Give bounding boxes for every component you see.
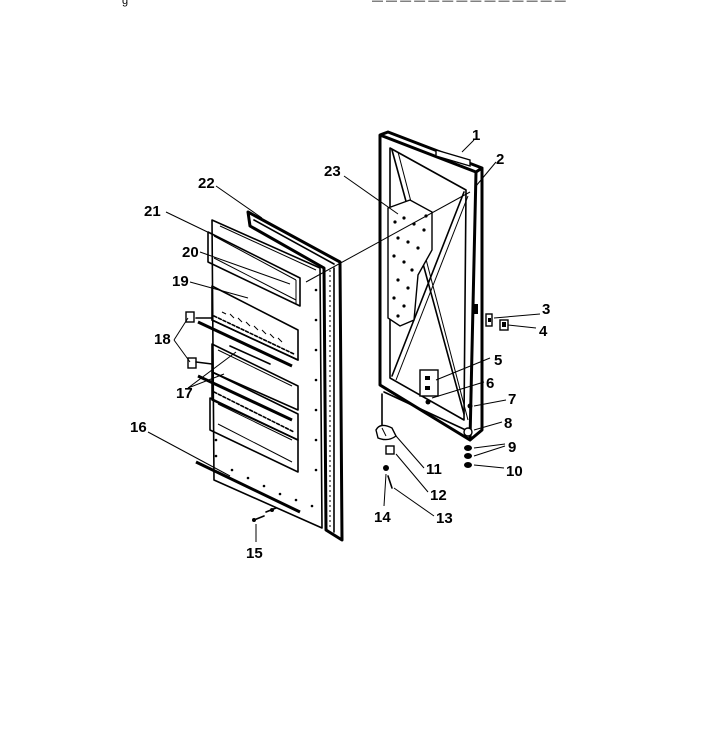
door-liner bbox=[185, 219, 323, 529]
callout-15: 15 bbox=[246, 545, 263, 562]
washer-part bbox=[464, 445, 472, 451]
callout-22: 22 bbox=[198, 175, 215, 192]
callout-18: 18 bbox=[154, 331, 171, 348]
leader-14 bbox=[383, 473, 387, 507]
leader-6 bbox=[431, 381, 485, 399]
bar-end-cap-lower bbox=[187, 357, 197, 369]
leader-gasket-to-door bbox=[305, 191, 471, 283]
spacer-part bbox=[467, 403, 473, 409]
callout-12: 12 bbox=[430, 487, 447, 504]
gasket-outer bbox=[246, 210, 344, 542]
callout-11: 11 bbox=[426, 461, 442, 478]
hinge-block bbox=[385, 445, 395, 455]
callout-13: 13 bbox=[436, 510, 453, 527]
bar-end-cap-upper bbox=[185, 311, 195, 323]
leader-21 bbox=[165, 211, 221, 239]
cover-plate bbox=[435, 149, 471, 167]
leader-4 bbox=[507, 324, 537, 329]
callout-23: 23 bbox=[324, 163, 341, 180]
header-fragment-right: — — — — — — — — — — — — — — bbox=[372, 0, 566, 7]
insulation-pad-dots bbox=[392, 214, 428, 318]
leader-13 bbox=[393, 487, 435, 517]
door-stop-block bbox=[419, 369, 439, 397]
leader-12 bbox=[395, 453, 429, 493]
callout-17: 17 bbox=[176, 385, 193, 402]
middle-compartment bbox=[211, 343, 299, 411]
liner-panel bbox=[211, 219, 323, 529]
door-side-edge bbox=[469, 168, 484, 442]
hinge-bracket bbox=[375, 424, 397, 441]
hinge-nut bbox=[383, 465, 389, 471]
leader-2 bbox=[475, 161, 497, 187]
door-bottom-rail bbox=[383, 391, 471, 433]
door-brace-b2 bbox=[395, 195, 469, 381]
liner-screws bbox=[214, 288, 318, 508]
leader-19 bbox=[189, 281, 249, 299]
leader-18b bbox=[173, 339, 191, 363]
leader-17a bbox=[187, 351, 237, 389]
bottom-bin bbox=[209, 397, 299, 473]
door-bottom-strip bbox=[195, 460, 301, 514]
door-brace-b bbox=[391, 191, 465, 377]
bushing-part bbox=[464, 462, 472, 468]
leader-8 bbox=[473, 421, 503, 431]
leader-1 bbox=[461, 139, 475, 153]
leader-23 bbox=[343, 175, 399, 215]
leader-3 bbox=[493, 313, 541, 319]
leader-18a bbox=[173, 317, 189, 341]
top-compartment bbox=[207, 231, 301, 307]
leader-10 bbox=[473, 464, 505, 469]
bottom-hinge-assembly bbox=[375, 393, 397, 489]
callout-16: 16 bbox=[130, 419, 147, 436]
outer-door-panel bbox=[378, 130, 484, 442]
door-bar-lower bbox=[197, 374, 293, 422]
callout-7: 7 bbox=[508, 391, 516, 408]
callout-4: 4 bbox=[539, 323, 548, 340]
callout-5: 5 bbox=[494, 352, 502, 369]
callout-9: 9 bbox=[508, 439, 516, 456]
leader-16 bbox=[147, 431, 231, 477]
callout-1: 1 bbox=[472, 127, 480, 144]
callout-labels: 1 2 3 4 5 6 7 8 9 10 11 12 13 14 15 16 1… bbox=[130, 127, 550, 562]
insulation-pad bbox=[387, 199, 433, 327]
hinge-screw bbox=[387, 475, 393, 489]
leader-20 bbox=[199, 251, 291, 285]
door-bar-rod bbox=[229, 345, 271, 365]
callout-21: 21 bbox=[144, 203, 161, 220]
leader-9b bbox=[473, 445, 506, 457]
leader-7 bbox=[473, 399, 507, 407]
callout-20: 20 bbox=[182, 244, 199, 261]
callout-3: 3 bbox=[542, 301, 550, 318]
callout-6: 6 bbox=[486, 375, 494, 392]
callout-2: 2 bbox=[496, 151, 504, 168]
bottom-hinge-pin bbox=[463, 427, 473, 437]
door-top-edge bbox=[378, 130, 484, 174]
leader-9a bbox=[473, 443, 506, 449]
callout-19: 19 bbox=[172, 273, 189, 290]
door-side-clip bbox=[474, 304, 478, 314]
callout-14: 14 bbox=[374, 509, 391, 526]
upper-shelf-grid bbox=[213, 311, 295, 355]
header-fragment-left: g bbox=[122, 0, 128, 7]
callout-10: 10 bbox=[506, 463, 523, 480]
leader-11 bbox=[395, 435, 425, 469]
screw-part bbox=[425, 399, 431, 405]
callout-8: 8 bbox=[504, 415, 512, 432]
door-bar-upper bbox=[197, 320, 293, 368]
door-gasket bbox=[246, 210, 344, 542]
leader-5 bbox=[435, 357, 491, 381]
leader-22 bbox=[215, 185, 263, 219]
leader-lines bbox=[147, 139, 541, 542]
door-outer-frame bbox=[378, 135, 478, 442]
leader-17b bbox=[187, 373, 225, 389]
